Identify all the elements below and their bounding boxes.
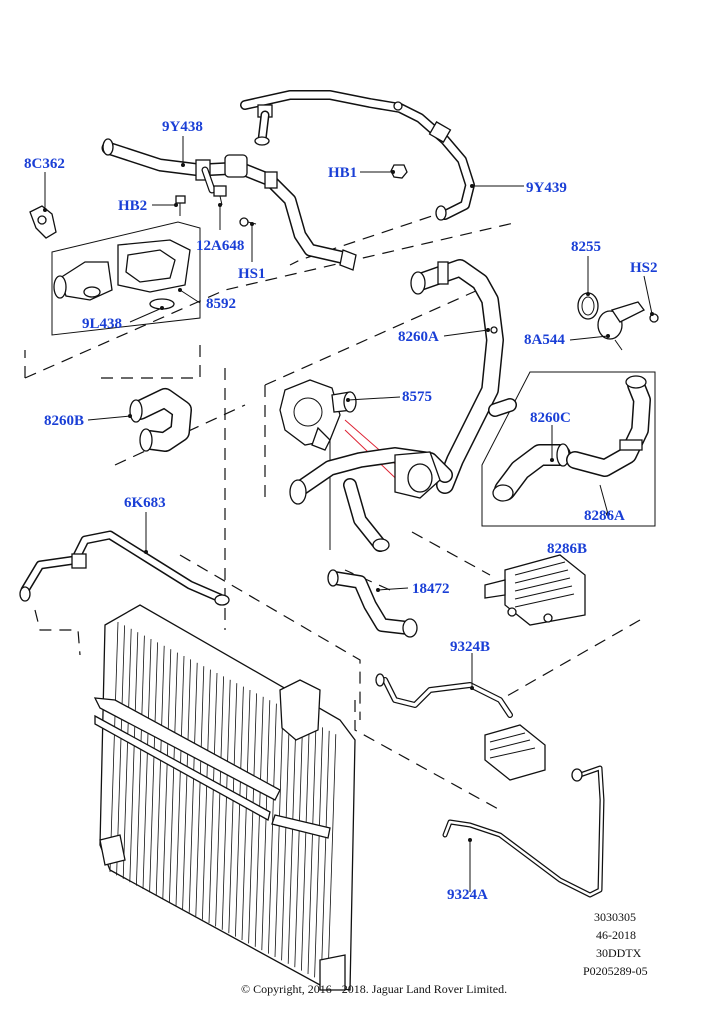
leader-lines bbox=[43, 136, 654, 892]
radiator-fin bbox=[320, 730, 330, 981]
callout-8a544: 8A544 bbox=[524, 332, 565, 348]
radiator-fin bbox=[109, 621, 119, 873]
sensor-12a648 bbox=[213, 185, 227, 206]
ref-code-1: 3030305 bbox=[594, 910, 636, 924]
callout-8286a: 8286A bbox=[584, 508, 625, 524]
callout-9l438: 9L438 bbox=[82, 316, 122, 332]
oil-cooler-8286b bbox=[484, 554, 586, 626]
callout-9y439: 9Y439 bbox=[526, 180, 567, 196]
radiator-fin bbox=[162, 649, 172, 900]
bolt-hb2 bbox=[175, 195, 186, 216]
radiator-fin bbox=[241, 689, 251, 941]
clip-8c362 bbox=[29, 205, 57, 239]
radiator-fin bbox=[122, 628, 132, 879]
ref-code-4: P0205289-05 bbox=[583, 964, 648, 978]
radiator-fin bbox=[208, 672, 218, 924]
radiator-fin bbox=[228, 683, 238, 934]
callout-8260b: 8260B bbox=[44, 413, 84, 429]
radiator-fin bbox=[248, 693, 257, 944]
hose-8286a bbox=[566, 375, 651, 477]
copyright-footer: © Copyright, 2016 - 2018. Jaguar Land Ro… bbox=[241, 982, 507, 996]
radiator-fin bbox=[221, 679, 231, 930]
callout-6k683: 6K683 bbox=[124, 495, 166, 511]
thermostat-housing-8592 bbox=[53, 239, 191, 310]
radiator-fin bbox=[175, 655, 185, 907]
radiator-fin bbox=[116, 625, 125, 876]
radiator-fin bbox=[287, 713, 297, 964]
pipe-9324b bbox=[375, 673, 546, 781]
radiator-fin bbox=[261, 700, 271, 951]
hose-6k683 bbox=[19, 530, 230, 606]
callout-8592: 8592 bbox=[206, 296, 236, 312]
radiator-fin bbox=[215, 676, 224, 927]
radiator-fin bbox=[136, 635, 145, 886]
radiator-fin bbox=[314, 727, 323, 978]
callout-9324b: 9324B bbox=[450, 639, 490, 655]
radiator-fin bbox=[182, 659, 191, 910]
callout-8255: 8255 bbox=[571, 239, 601, 255]
radiator bbox=[93, 604, 356, 991]
bolt-hb1 bbox=[390, 164, 408, 179]
callout-9y438: 9Y438 bbox=[162, 119, 203, 135]
radiator-fin bbox=[149, 642, 158, 893]
radiator-fin bbox=[254, 696, 264, 947]
callout-9324a: 9324A bbox=[447, 887, 488, 903]
callout-8575: 8575 bbox=[402, 389, 432, 405]
group-box-8286a bbox=[481, 371, 656, 527]
hose-9y438 bbox=[101, 138, 357, 271]
reference-codes: 3030305 46-2018 30DDTX P0205289-05 bbox=[583, 910, 648, 978]
pipe-9324a bbox=[442, 765, 605, 898]
radiator-fin bbox=[294, 717, 304, 968]
callout-8260a: 8260A bbox=[398, 329, 439, 345]
radiator-fin bbox=[202, 669, 211, 920]
callout-8286b: 8286B bbox=[547, 541, 587, 557]
callout-8c362: 8C362 bbox=[24, 156, 65, 172]
callout-hs2: HS2 bbox=[630, 260, 658, 276]
callout-18472: 18472 bbox=[412, 581, 450, 597]
callout-hs1: HS1 bbox=[238, 266, 266, 282]
outlet-8a544 bbox=[597, 301, 659, 351]
radiator-fin bbox=[274, 706, 284, 958]
radiator-fin bbox=[327, 734, 337, 985]
pump-pipe-assembly bbox=[289, 447, 453, 552]
group-box-8592 bbox=[51, 221, 201, 336]
hose-8260b bbox=[129, 388, 192, 452]
radiator-fin bbox=[188, 662, 198, 913]
radiator-fin bbox=[142, 638, 152, 890]
callout-hb2: HB2 bbox=[118, 198, 147, 214]
radiator-fin bbox=[129, 632, 139, 883]
hose-8260c bbox=[492, 443, 571, 502]
ref-code-3: 30DDTX bbox=[596, 946, 642, 960]
callout-hb1: HB1 bbox=[328, 165, 357, 181]
radiator-fin bbox=[281, 710, 290, 961]
callout-labels: 8C362 9Y438 HB2 12A648 HS1 HB1 9Y439 859… bbox=[24, 119, 658, 903]
radiator-fin bbox=[268, 703, 277, 954]
water-pump-8575 bbox=[279, 379, 357, 451]
hose-8260a bbox=[410, 259, 517, 494]
hose-18472 bbox=[327, 569, 418, 638]
radiator-fin bbox=[195, 666, 205, 917]
callout-8260c: 8260C bbox=[530, 410, 571, 426]
hose-9y439 bbox=[240, 90, 475, 221]
radiator-fin bbox=[235, 686, 244, 937]
dashed-assembly-guides bbox=[24, 209, 641, 811]
radiator-fin bbox=[155, 645, 165, 896]
radiator-fin bbox=[169, 652, 178, 903]
callout-12a648: 12A648 bbox=[196, 238, 244, 254]
radiator-fin bbox=[307, 723, 317, 975]
radiator-fin bbox=[301, 720, 310, 971]
ref-code-2: 46-2018 bbox=[596, 928, 636, 942]
